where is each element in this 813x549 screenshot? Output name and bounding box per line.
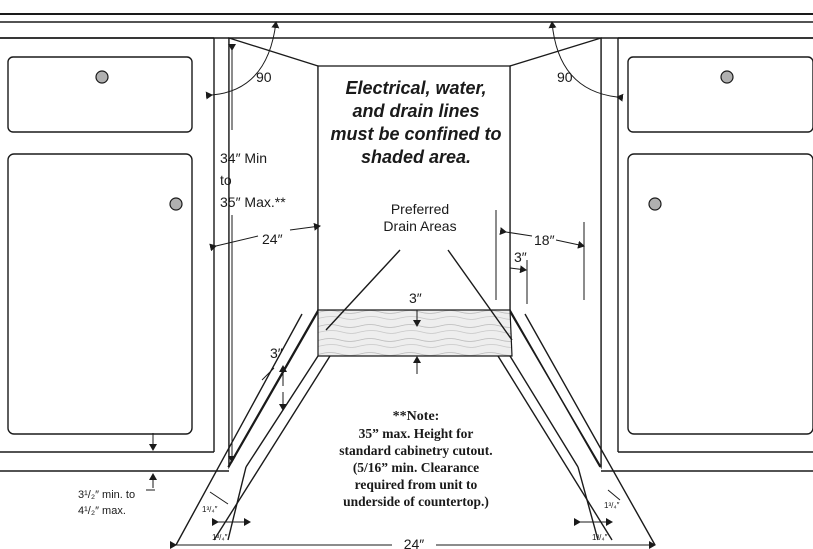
right-drawer	[627, 56, 813, 133]
floor-lines	[175, 309, 656, 546]
angle-right-label: 90	[557, 69, 573, 85]
left-door	[7, 153, 193, 435]
left-drawer-knob	[95, 70, 109, 84]
countertop	[0, 13, 813, 39]
shaded-note-line2: and drain lines	[352, 101, 479, 121]
drain-line1: Preferred	[391, 201, 449, 217]
shaded-note-line4: shaded area.	[361, 147, 471, 167]
toe-kick-dimension: 3¹/₂″ min. to 4¹/₂″ max.	[78, 433, 157, 517]
depth-left-label: 24″	[262, 231, 283, 247]
angle-left: 90	[205, 21, 280, 100]
diagonal-left-dimension: 3″	[261, 345, 287, 411]
note-title: **Note:	[393, 409, 440, 424]
right-door-knob	[648, 197, 662, 211]
shaded-depth-label: 3″	[409, 290, 422, 306]
toe-kick-line2: 4¹/₂″ max.	[78, 505, 126, 517]
shaded-note-line3: must be confined to	[331, 124, 502, 144]
small-right-a: 1³/₄″	[604, 501, 620, 510]
diagonal-left-label: 3″	[270, 345, 283, 361]
drain-line2: Drain Areas	[383, 218, 456, 234]
small-dimension-left: 1³/₄″ 1³/₄″	[202, 491, 251, 542]
small-right-b: 1³/₄″	[592, 533, 608, 542]
small-dimension-right: 1³/₄″ 1³/₄″	[574, 489, 621, 542]
note-line1: 35” max. Height for	[359, 426, 474, 441]
cutout-opening	[228, 37, 602, 470]
side-right-dimension: 18″	[495, 210, 585, 300]
note-line5: underside of countertop.)	[343, 494, 489, 509]
bottom-width-label: 24″	[404, 536, 425, 549]
small-left-b: 1³/₄″	[212, 533, 228, 542]
shaded-area-note: Electrical, water, and drain lines must …	[331, 78, 502, 167]
shaded-area	[317, 309, 513, 357]
offset-right-dimension: 3″	[509, 249, 528, 304]
height-line2: to	[220, 172, 232, 188]
note-line3: (5/16” min. Clearance	[353, 460, 479, 475]
preferred-drain-label: Preferred Drain Areas	[325, 201, 513, 341]
offset-right-label: 3″	[514, 249, 527, 265]
left-door-knob	[169, 197, 183, 211]
height-line1: 34″ Min	[220, 150, 267, 166]
shaded-depth-dimension: 3″	[409, 290, 422, 374]
angle-left-label: 90	[256, 69, 272, 85]
right-drawer-knob	[720, 70, 734, 84]
small-left-a: 1³/₄″	[202, 505, 218, 514]
angle-right: 90	[548, 21, 624, 102]
note-line2: standard cabinetry cutout.	[339, 443, 492, 458]
side-right-label: 18″	[534, 232, 555, 248]
bottom-width-dimension: 24″	[170, 536, 656, 549]
right-door	[627, 153, 813, 435]
note-line4: required from unit to	[355, 477, 478, 492]
toe-kick-line1: 3¹/₂″ min. to	[78, 489, 135, 501]
depth-left-dimension: 24″	[209, 222, 321, 252]
right-cabinet	[600, 37, 813, 472]
height-dimension: 34″ Min to 35″ Max.**	[220, 44, 286, 463]
height-note: **Note: 35” max. Height for standard cab…	[339, 409, 492, 509]
height-line3: 35″ Max.**	[220, 194, 286, 210]
left-cabinet	[0, 37, 230, 472]
left-drawer	[7, 56, 193, 133]
shaded-note-line1: Electrical, water,	[345, 78, 486, 98]
